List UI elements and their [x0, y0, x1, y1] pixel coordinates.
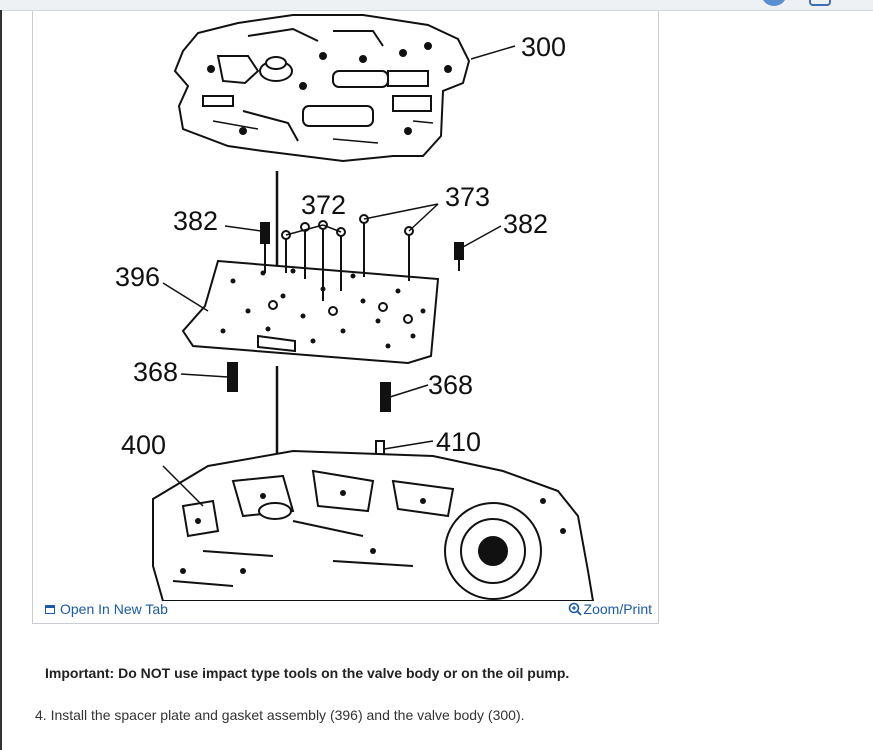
bolt-368-right: [380, 382, 391, 412]
menu-icon[interactable]: [809, 0, 831, 6]
callout-300: 300: [521, 32, 566, 62]
callout-396: 396: [115, 262, 160, 292]
open-in-new-tab-icon: [45, 604, 55, 614]
zoom-print-label: Zoom/Print: [583, 601, 652, 617]
zoom-print-link[interactable]: Zoom/Print: [568, 601, 652, 617]
magnifier-zoom-icon: [568, 602, 582, 616]
open-in-new-tab-link[interactable]: Open In New Tab: [45, 601, 168, 617]
callout-373: 373: [445, 182, 490, 212]
figure-footer: Open In New Tab Zoom/Print: [33, 597, 658, 623]
user-avatar[interactable]: [761, 0, 787, 6]
valve-body-300: [173, 14, 471, 163]
callout-400: 400: [121, 430, 166, 460]
callout-368-right: 368: [428, 370, 473, 400]
callout-382-left: 382: [173, 206, 218, 236]
callout-368-left: 368: [133, 357, 178, 387]
callout-382-right: 382: [503, 209, 548, 239]
spacer-plate-396: [181, 259, 440, 365]
leader-lines: [162, 45, 516, 507]
figure-panel: 300 373 372 382 382 396 368 368 400 410 …: [32, 11, 659, 624]
left-border: [0, 10, 2, 750]
step-instruction: 4. Install the spacer plate and gasket a…: [35, 707, 525, 723]
bolt-368-left: [227, 362, 238, 392]
open-in-new-tab-label: Open In New Tab: [60, 601, 168, 617]
important-note: Important: Do NOT use impact type tools …: [45, 665, 570, 681]
valve-body-diagram[interactable]: 300 373 372 382 382 396 368 368 400 410: [33, 11, 658, 601]
bolt-382-right: [454, 242, 464, 271]
callout-372: 372: [301, 190, 346, 220]
bolt-382-left: [260, 222, 270, 273]
top-toolbar: [0, 0, 873, 11]
callout-410: 410: [436, 427, 481, 457]
transmission-case-400: [152, 449, 595, 601]
